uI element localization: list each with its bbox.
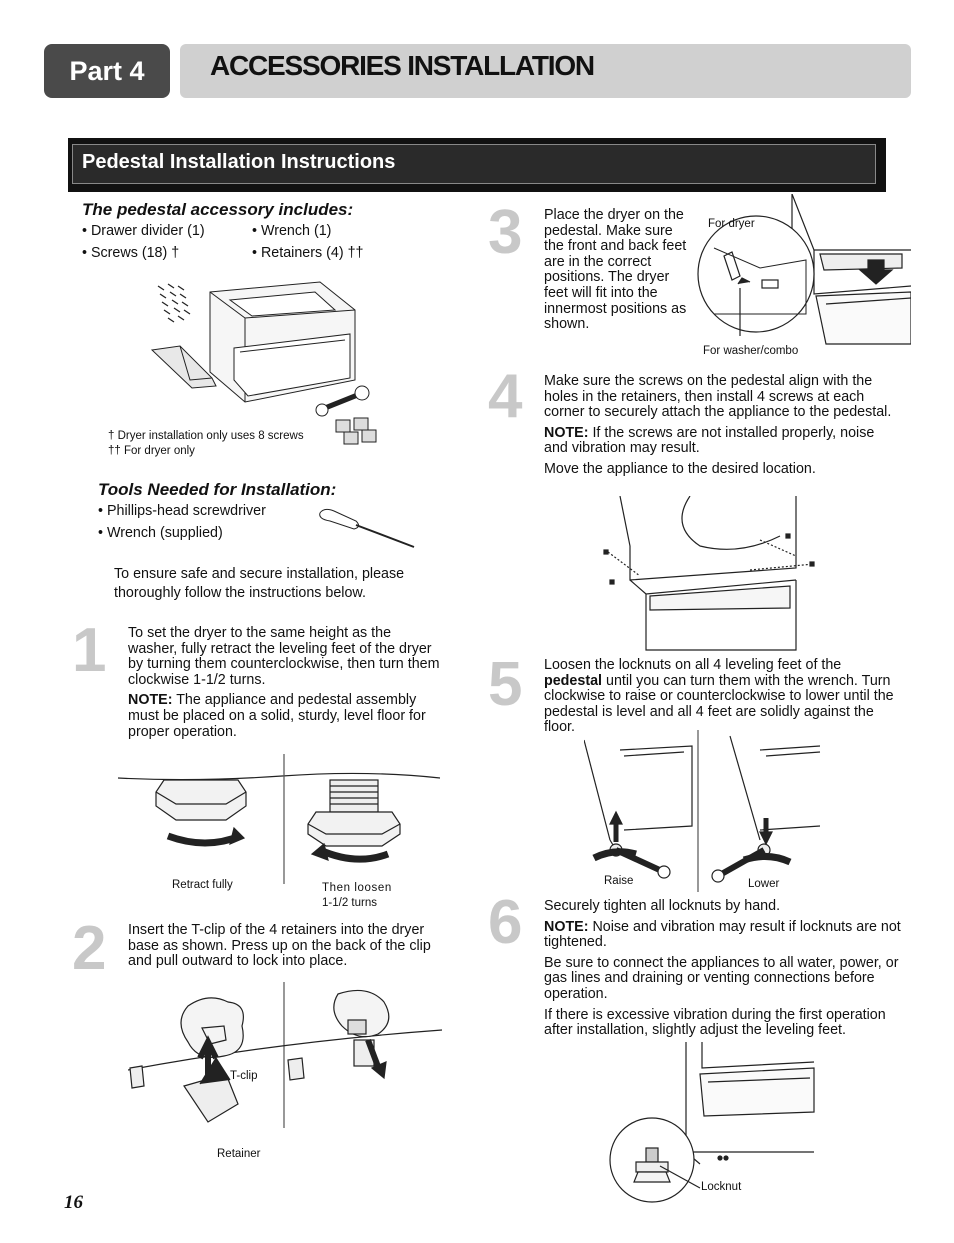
step-4-text-block: Make sure the screws on the pedestal ali… [544, 373, 900, 478]
tool-item: • Wrench (supplied) [98, 525, 223, 541]
include-item: • Retainers (4) †† [252, 245, 364, 261]
step-6-note: NOTE: Noise and vibration may result if … [544, 918, 904, 951]
footnote: † Dryer installation only uses 8 screws [108, 430, 304, 442]
caption-loosen-1: Then loosen [322, 882, 392, 894]
screwdriver-illustration [319, 508, 415, 548]
caption-retract: Retract fully [172, 879, 233, 891]
caption-retainer: Retainer [217, 1148, 261, 1160]
step-4-note: NOTE: If the screws are not installed pr… [544, 424, 900, 457]
step-number-2: 2 [72, 914, 107, 983]
step-6-text-3: If there is excessive vibration during t… [544, 1006, 886, 1039]
include-item: • Wrench (1) [252, 223, 332, 239]
step-2-text-block: Insert the T-clip of the 4 retainers int… [128, 922, 444, 970]
note-text: If the screws are not installed properly… [544, 424, 875, 457]
step-number-6: 6 [488, 888, 523, 957]
step-4-text-2: Move the appliance to the desired locati… [544, 460, 816, 477]
caption-for-dryer: For dryer [708, 218, 755, 230]
step-5-text: Loosen the locknuts on all 4 leveling fe… [544, 657, 900, 736]
step-6-text: Securely tighten all locknuts by hand. [544, 898, 781, 914]
step-number-3: 3 [488, 198, 523, 267]
tools-heading: Tools Needed for Installation: [98, 480, 337, 499]
tool-item: • Phillips-head screwdriver [98, 503, 266, 519]
page-number: 16 [64, 1192, 83, 1213]
section-bar [68, 138, 886, 192]
includes-heading: The pedestal accessory includes: [82, 200, 354, 219]
step-5-text-a: Loosen the locknuts on all 4 leveling fe… [544, 657, 842, 673]
step-1-text: To set the dryer to the same height as t… [128, 625, 440, 688]
step-2-text: Insert the T-clip of the 4 retainers int… [128, 922, 431, 970]
caption-loosen-2: 1-1/2 turns [322, 897, 377, 909]
step-5-text-block: Loosen the locknuts on all 4 leveling fe… [544, 657, 900, 736]
note-text: Noise and vibration may result if locknu… [544, 918, 901, 951]
step-number-4: 4 [488, 362, 523, 431]
step-number-5: 5 [488, 650, 523, 719]
include-item: • Drawer divider (1) [82, 223, 205, 239]
pedestal-accessory-illustration [150, 281, 377, 445]
note-text: The appliance and pedestal assembly must… [128, 692, 426, 740]
step-5-bold: pedestal [544, 672, 603, 689]
step-5-text-b: until you can turn them with the wrench.… [544, 672, 894, 736]
caption-tclip: T-clip [230, 1070, 258, 1082]
caption-locknut: Locknut [701, 1181, 742, 1193]
locknut-illustration [609, 1042, 815, 1203]
section-title: Pedestal Installation Instructions [82, 151, 396, 173]
retainer-illustration [128, 982, 443, 1128]
footnote: †† For dryer only [108, 445, 195, 457]
page-title: ACCESSORIES INSTALLATION [210, 50, 595, 81]
intro-text: To ensure safe and secure installation, … [114, 566, 405, 601]
note-label: NOTE: [544, 424, 589, 441]
step-6-text-block: Securely tighten all locknuts by hand. N… [544, 898, 904, 1039]
title-bar [180, 44, 911, 98]
step-1-note: NOTE: The appliance and pedestal assembl… [128, 693, 444, 740]
step-number-1: 1 [72, 616, 107, 685]
caption-raise: Raise [604, 875, 634, 887]
caption-lower: Lower [748, 878, 780, 890]
wrench-adjust-illustration [584, 730, 821, 892]
step-4-text: Make sure the screws on the pedestal ali… [544, 373, 892, 421]
caption-for-washer: For washer/combo [703, 345, 799, 357]
part-label: Part 4 [44, 44, 170, 98]
screws-illustration [603, 496, 815, 651]
dryer-feet-illustration [697, 194, 911, 345]
step-3-text-block: Place the dryer on the pedestal. Make su… [544, 207, 694, 333]
note-label: NOTE: [128, 692, 173, 709]
note-label: NOTE: [544, 918, 589, 935]
step-3-text: Place the dryer on the pedestal. Make su… [544, 207, 687, 333]
step-6-text-2: Be sure to connect the appliances to all… [544, 954, 899, 1002]
leveling-feet-illustration [117, 754, 441, 884]
include-item: • Screws (18) † [82, 245, 180, 261]
step-1-text-block: To set the dryer to the same height as t… [128, 625, 444, 740]
